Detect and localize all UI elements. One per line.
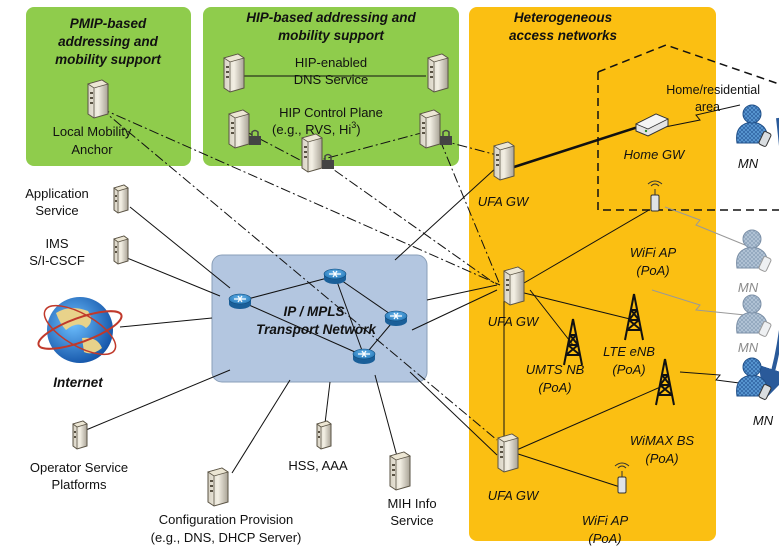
- pmip-box-title: PMIP-based addressing and mobility suppo…: [55, 16, 161, 67]
- svg-text:(PoA): (PoA): [612, 362, 645, 377]
- hss-aaa-label: HSS, AAA: [288, 458, 348, 473]
- router-icon: [228, 293, 252, 310]
- svg-text:UMTS NB: UMTS NB: [526, 362, 585, 377]
- svg-text:S/I-CSCF: S/I-CSCF: [29, 253, 85, 268]
- access-networks-box: [469, 7, 716, 541]
- wireless-links: [651, 104, 756, 386]
- svg-text:Local Mobility: Local Mobility: [53, 124, 132, 139]
- svg-text:area: area: [695, 100, 720, 114]
- lma-server-icon: [87, 79, 109, 119]
- svg-text:Application: Application: [25, 186, 89, 201]
- home-area-outline: [597, 44, 779, 211]
- hip-box-title: HIP-based addressing and mobility suppor…: [246, 10, 416, 43]
- hip-control-plane-label: HIP Control Plane (e.g., RVS, Hi3): [272, 105, 383, 137]
- mn-4-label: MN: [753, 413, 774, 428]
- svg-text:HIP-based addressing and: HIP-based addressing and: [246, 10, 416, 25]
- internet-globe-icon: [37, 297, 123, 363]
- svg-text:WiMAX BS: WiMAX BS: [630, 433, 694, 448]
- home-gw-label: Home GW: [624, 147, 686, 162]
- svg-text:(e.g., RVS, Hi3): (e.g., RVS, Hi3): [272, 120, 361, 137]
- mn-1-icon: [736, 104, 773, 148]
- svg-text:DNS Service: DNS Service: [294, 72, 368, 87]
- svg-text:access networks: access networks: [509, 28, 618, 43]
- svg-text:(e.g., DNS, DHCP Server): (e.g., DNS, DHCP Server): [151, 530, 302, 545]
- svg-text:LTE eNB: LTE eNB: [603, 344, 655, 359]
- operator-service-label: Operator Service Platforms: [30, 460, 128, 492]
- wimax-bs-label: WiMAX BS (PoA): [630, 433, 694, 466]
- ufa-gw-2-server-icon: [503, 266, 525, 306]
- mn-3-icon: [736, 294, 773, 338]
- mn-2-label: MN: [738, 280, 759, 295]
- operator-service-icon: [72, 420, 88, 450]
- svg-text:(PoA): (PoA): [538, 380, 571, 395]
- pmip-box: [26, 7, 191, 166]
- svg-text:Service: Service: [35, 203, 78, 218]
- router-icon: [323, 268, 347, 285]
- svg-text:(PoA): (PoA): [636, 263, 669, 278]
- svg-text:PMIP-based: PMIP-based: [70, 16, 147, 31]
- ufa-gw-1-label: UFA GW: [478, 194, 530, 209]
- hip-dns-server-left-icon: [223, 53, 245, 93]
- hss-aaa-icon: [316, 420, 332, 450]
- ufa-gw-3-label: UFA GW: [488, 488, 540, 503]
- wifi-ap-2-label: WiFi AP (PoA): [582, 513, 629, 546]
- svg-text:WiFi AP: WiFi AP: [582, 513, 629, 528]
- config-provision-label: Configuration Provision (e.g., DNS, DHCP…: [151, 512, 302, 545]
- svg-text:Anchor: Anchor: [71, 142, 113, 157]
- umts-nb-label: UMTS NB (PoA): [526, 362, 585, 395]
- ims-server-icon: [113, 235, 129, 265]
- ufa-gw-3-server-icon: [497, 433, 519, 473]
- mn-4-icon: [736, 357, 773, 401]
- router-icon: [352, 348, 376, 365]
- svg-text:WiFi AP: WiFi AP: [630, 245, 677, 260]
- router-icon: [384, 310, 408, 327]
- hip-cp-server-left-icon: [228, 109, 250, 149]
- transport-network-label: IP / MPLS Transport Network: [256, 304, 377, 337]
- ims-label: IMS S/I-CSCF: [29, 236, 85, 268]
- svg-text:Transport Network: Transport Network: [256, 322, 377, 337]
- wifi-ap-1-label: WiFi AP (PoA): [630, 245, 677, 278]
- mn-2-icon: [736, 229, 773, 273]
- svg-text:Operator Service: Operator Service: [30, 460, 128, 475]
- svg-text:Service: Service: [390, 513, 433, 528]
- config-provision-icon: [207, 467, 229, 507]
- svg-text:addressing and: addressing and: [58, 34, 159, 49]
- hip-box: [203, 7, 459, 166]
- svg-text:mobility support: mobility support: [55, 52, 161, 67]
- lma-label: Local Mobility Anchor: [53, 124, 132, 157]
- svg-text:(PoA): (PoA): [645, 451, 678, 466]
- internet-label: Internet: [53, 375, 103, 390]
- svg-text:mobility support: mobility support: [278, 28, 384, 43]
- home-gw-link: [513, 125, 639, 169]
- svg-text:IMS: IMS: [45, 236, 68, 251]
- ufa-gw-2-label: UFA GW: [488, 314, 540, 329]
- access-box-title: Heterogeneous access networks: [509, 10, 618, 43]
- mih-info-label: MIH Info Service: [387, 496, 436, 528]
- svg-text:IP / MPLS: IP / MPLS: [283, 304, 344, 319]
- svg-text:MIH Info: MIH Info: [387, 496, 436, 511]
- hip-cp-server-right-icon: [419, 109, 441, 149]
- mn-3-label: MN: [738, 340, 759, 355]
- home-area-label: Home/residential area: [666, 83, 760, 114]
- svg-text:(PoA): (PoA): [588, 531, 621, 546]
- svg-text:Configuration Provision: Configuration Provision: [159, 512, 293, 527]
- svg-text:Heterogeneous: Heterogeneous: [514, 10, 613, 25]
- svg-text:HIP Control Plane: HIP Control Plane: [279, 105, 383, 120]
- mobility-arrow: [758, 117, 779, 401]
- mih-info-icon: [389, 451, 411, 491]
- svg-text:Home/residential: Home/residential: [666, 83, 760, 97]
- hip-dns-label: HIP-enabled DNS Service: [294, 55, 368, 87]
- home-gw-icon: [635, 113, 669, 137]
- ufa-gw-1-server-icon: [493, 141, 515, 181]
- hip-dns-server-right-icon: [427, 53, 449, 93]
- svg-text:HIP-enabled: HIP-enabled: [295, 55, 367, 70]
- application-service-label: Application Service: [25, 186, 89, 218]
- lte-enb-label: LTE eNB (PoA): [603, 344, 655, 377]
- application-service-icon: [113, 184, 129, 214]
- svg-text:Platforms: Platforms: [52, 477, 107, 492]
- mn-1-label: MN: [738, 156, 759, 171]
- hip-cp-server-mid-icon: [301, 133, 323, 173]
